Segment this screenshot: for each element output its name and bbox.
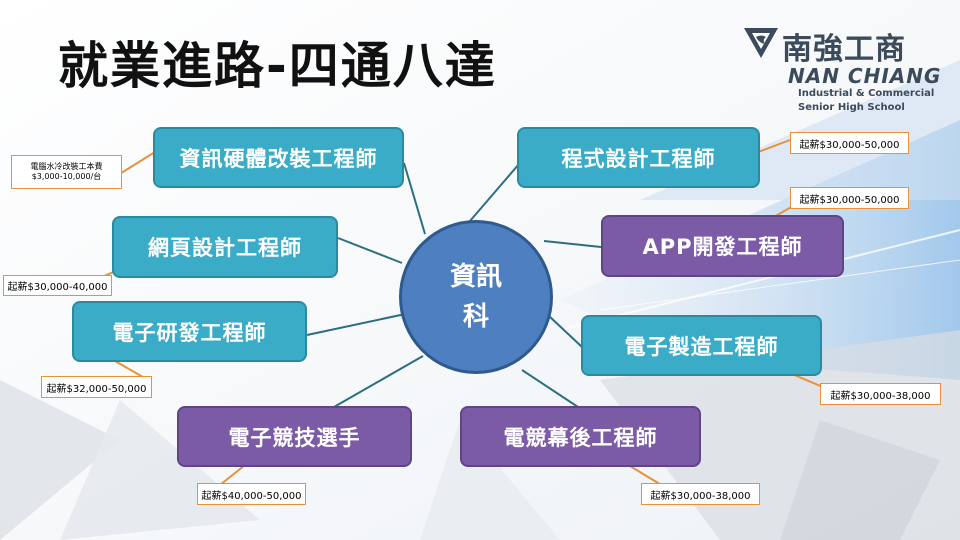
salary-electronic-mfg: 起薪$30,000-38,000 <box>820 383 941 405</box>
school-logo: 南強工商 NAN CHIANG Industrial & Commercial … <box>744 26 944 116</box>
node-label: 電子競技選手 <box>228 425 361 450</box>
node-label: 網頁設計工程師 <box>148 236 302 260</box>
salary-text: 起薪$32,000-50,000 <box>46 383 147 395</box>
logo-english-name: NAN CHIANG <box>788 64 942 88</box>
salary-programmer: 起薪$30,000-50,000 <box>790 132 909 154</box>
node-electronic-rd: 電子研發工程師 <box>72 301 307 362</box>
spoke-esports-player <box>333 355 424 408</box>
salary-text: 起薪$30,000-50,000 <box>799 139 900 151</box>
salary-line-1: 電腦水冷改裝工本費 <box>30 162 103 171</box>
salary-text: 起薪$30,000-38,000 <box>830 390 931 402</box>
school-emblem-icon <box>744 28 778 58</box>
salary-text: 起薪$30,000-38,000 <box>650 490 751 502</box>
salary-hardware: 電腦水冷改裝工本費 $3,000-10,000/台 <box>11 155 122 189</box>
spoke-electronic-mfg <box>548 315 583 348</box>
spoke-app <box>543 240 602 248</box>
spoke-electronic-rd <box>306 312 411 336</box>
node-esports-player: 電子競技選手 <box>177 406 412 467</box>
spoke-web <box>337 237 403 264</box>
node-programmer: 程式設計工程師 <box>517 127 760 188</box>
node-esports-backstage: 電競幕後工程師 <box>460 406 701 467</box>
node-label: 電子製造工程師 <box>624 334 779 359</box>
center-department: 資訊 科 <box>399 220 553 374</box>
node-label: 電競幕後工程師 <box>503 425 658 450</box>
node-app: APP開發工程師 <box>601 215 844 277</box>
logo-subtitle-2: Senior High School <box>798 102 905 113</box>
node-web: 網頁設計工程師 <box>112 216 338 278</box>
node-label: 電子研發工程師 <box>112 320 267 345</box>
salary-electronic-rd: 起薪$32,000-50,000 <box>41 376 152 398</box>
node-label: 資訊硬體改裝工程師 <box>179 146 378 171</box>
salary-esports-backstage: 起薪$30,000-38,000 <box>641 483 760 505</box>
page-title: 就業進路-四通八達 <box>58 37 497 95</box>
logo-subtitle-1: Industrial & Commercial <box>798 88 935 99</box>
node-label: APP開發工程師 <box>642 235 803 259</box>
salary-esports-player: 起薪$40,000-50,000 <box>197 483 306 505</box>
node-label: 程式設計工程師 <box>561 146 716 171</box>
salary-line-2: $3,000-10,000/台 <box>31 172 102 181</box>
node-hardware: 資訊硬體改裝工程師 <box>153 127 404 188</box>
callout-esports-player <box>219 464 246 486</box>
node-electronic-mfg: 電子製造工程師 <box>581 315 822 376</box>
spoke-programmer <box>469 163 520 222</box>
salary-web: 起薪$30,000-40,000 <box>3 275 112 296</box>
spoke-esports-backstage <box>521 369 579 408</box>
spoke-hardware <box>403 162 426 235</box>
logo-chinese-name: 南強工商 <box>782 32 906 67</box>
salary-app: 起薪$30,000-50,000 <box>790 187 909 209</box>
salary-text: 起薪$30,000-40,000 <box>7 282 108 293</box>
salary-text: 起薪$30,000-50,000 <box>799 194 900 206</box>
salary-text: 起薪$40,000-50,000 <box>201 490 302 502</box>
